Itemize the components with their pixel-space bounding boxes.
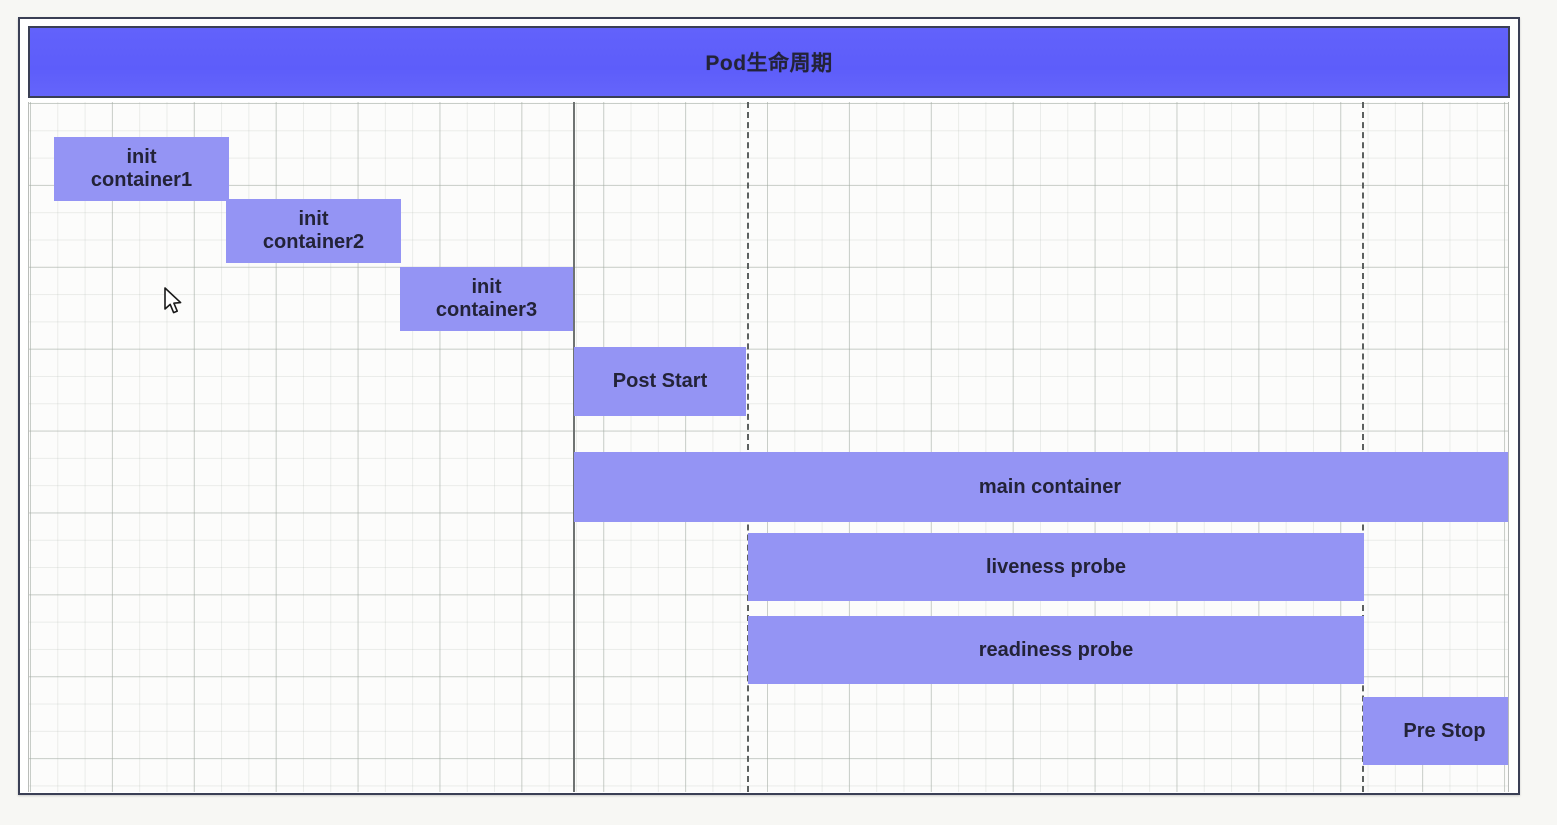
phase-bar-label: init container1 bbox=[90, 146, 193, 191]
phase-bar-pre-stop[interactable]: Pre Stop bbox=[1363, 697, 1508, 765]
phase-bar-label: Post Start bbox=[612, 370, 708, 392]
container-start-line bbox=[573, 102, 575, 792]
diagram-title-bar: Pod生命周期 bbox=[28, 26, 1510, 98]
phase-bar-label: main container bbox=[978, 475, 1122, 498]
timeline-grid: init container1 init container2 init conta… bbox=[28, 102, 1509, 792]
probe-start-line bbox=[747, 102, 749, 792]
phase-bar-liveness-probe[interactable]: liveness probe bbox=[748, 533, 1364, 601]
phase-bar-label: init container2 bbox=[262, 208, 365, 253]
phase-bar-init-container1[interactable]: init container1 bbox=[54, 137, 229, 201]
phase-bar-label: liveness probe bbox=[985, 555, 1127, 578]
page-title: Pod生命周期 bbox=[705, 52, 833, 75]
phase-bar-label: Pre Stop bbox=[1403, 719, 1486, 742]
phase-bar-main-container[interactable]: main container bbox=[574, 452, 1508, 522]
phase-bar-readiness-probe[interactable]: readiness probe bbox=[748, 616, 1364, 684]
phase-bar-label: readiness probe bbox=[978, 638, 1134, 661]
termination-line bbox=[1362, 102, 1364, 792]
phase-bar-init-container3[interactable]: init container3 bbox=[400, 267, 573, 331]
phase-bar-post-start[interactable]: Post Start bbox=[574, 347, 746, 416]
phase-bar-init-container2[interactable]: init container2 bbox=[226, 199, 401, 263]
phase-bar-label: init container3 bbox=[435, 276, 538, 321]
